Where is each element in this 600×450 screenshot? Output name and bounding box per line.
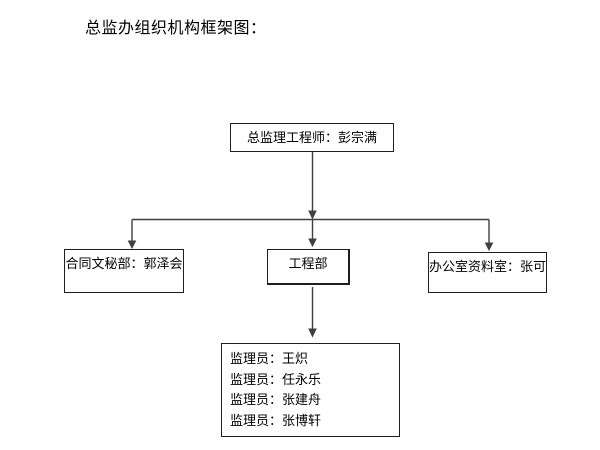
org-node-supervisor-staff-list: 监理员：王炽 监理员：任永乐 监理员：张建舟 监理员：张博轩 [221, 343, 400, 437]
staff-list-item: 监理员：王炽 [230, 351, 309, 366]
arrowhead-rail-to-contract [127, 240, 137, 250]
org-node-office-archive-room: 办公室资料室：张可 [428, 252, 547, 293]
org-node-chief-supervision-engineer: 总监理工程师：彭宗满 [230, 123, 394, 152]
arrowhead-root-to-rail [308, 210, 317, 220]
org-node-label: 工程部 [288, 256, 328, 271]
staff-list-item: 监理员：张博轩 [230, 412, 322, 428]
org-node-label: 办公室资料室：张可 [429, 259, 547, 274]
arrowhead-rail-to-engineering [308, 238, 317, 248]
staff-list-item: 监理员：张建舟 [230, 392, 322, 407]
staff-list-item: 监理员：任永乐 [230, 371, 322, 387]
org-node-contract-secretary-dept: 合同文秘部：郭泽会 [64, 249, 184, 293]
org-node-label: 总监理工程师：彭宗满 [246, 130, 377, 145]
org-node-label: 合同文秘部：郭泽会 [65, 256, 183, 271]
arrowhead-rail-to-office [484, 242, 494, 252]
arrowhead-engineering-to-staff [308, 328, 317, 338]
page-title: 总监办组织机构框架图： [85, 20, 267, 37]
org-node-engineering-dept: 工程部 [267, 249, 350, 285]
